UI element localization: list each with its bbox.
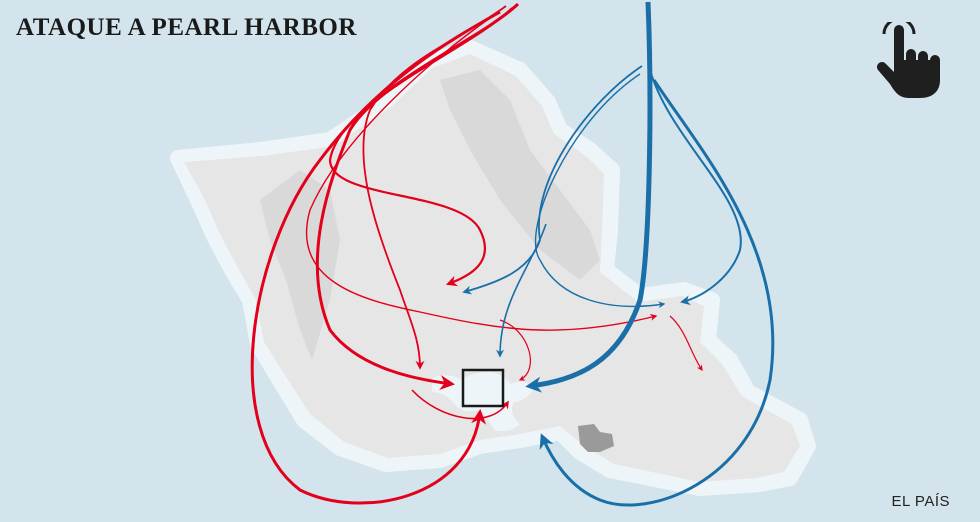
red-route-5 [305, 17, 658, 331]
blue-route-5 [496, 223, 547, 358]
blue-route-4 [539, 79, 775, 507]
japanese-attack-routes [250, 2, 703, 505]
blue-main-route [525, 1, 653, 393]
pearl-harbor-target-box [461, 368, 505, 408]
honolulu-city [578, 424, 614, 452]
pearl-harbor-inlet [432, 372, 534, 432]
red-route-7 [499, 319, 531, 381]
blue-route-1 [462, 65, 643, 295]
blue-route-3 [649, 69, 742, 306]
second-wave-routes [462, 1, 775, 507]
mountain-range-west [260, 170, 340, 360]
mountain-range-east [440, 70, 600, 280]
tap-hand-glyph [877, 17, 940, 98]
red-route-6 [411, 389, 509, 420]
red-route-4 [250, 10, 501, 505]
tap-hand-icon[interactable] [866, 17, 946, 102]
red-route-8 [669, 315, 703, 371]
credit-el-pais: EL PAÍS [891, 493, 950, 510]
map-title: ATAQUE A PEARL HARBOR [16, 14, 357, 41]
blue-route-2 [534, 73, 666, 309]
